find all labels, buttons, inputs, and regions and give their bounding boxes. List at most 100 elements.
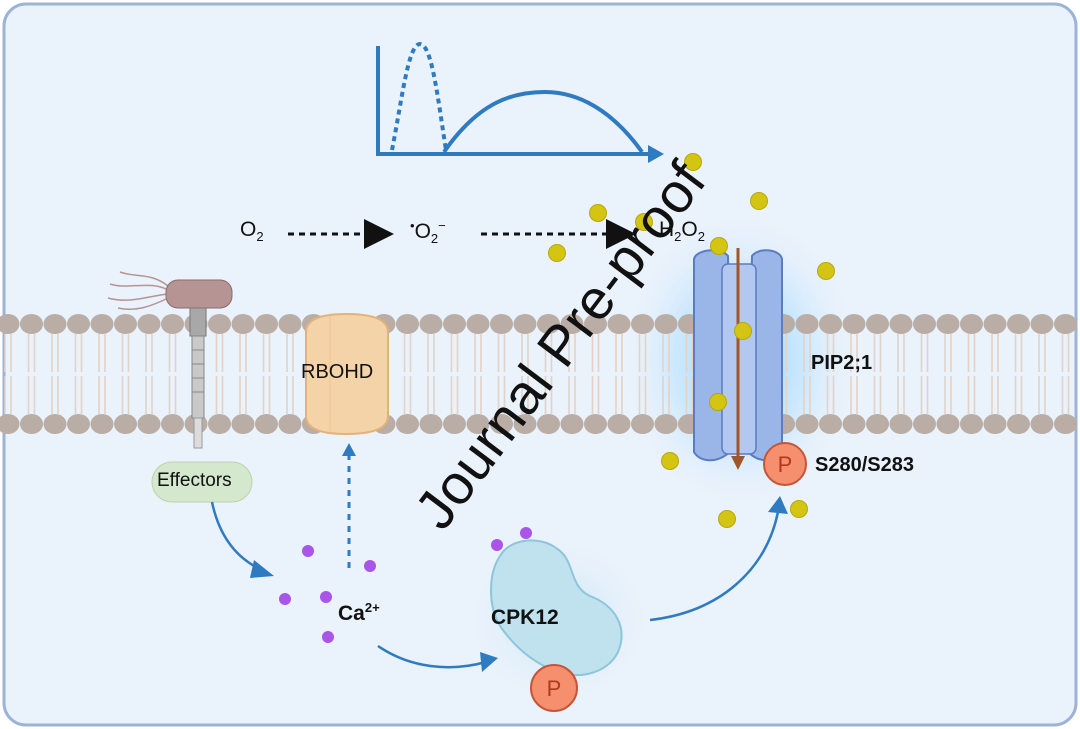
late-peak-solid	[442, 89, 644, 154]
calcium-charge: 2+	[364, 600, 380, 615]
lipid-head	[960, 414, 983, 434]
calcium-dot	[279, 593, 291, 605]
lipid-head	[231, 414, 255, 434]
superoxide-label: •O2−	[410, 218, 446, 246]
h2o2-dot	[684, 153, 702, 171]
plot-arrowhead	[648, 145, 664, 163]
calcium-dot	[322, 631, 334, 643]
lipid-head	[1030, 314, 1054, 334]
o2-subscript: 2	[256, 229, 264, 245]
lipid-head	[654, 414, 678, 434]
lipid-head	[866, 314, 889, 334]
h2o2-dot	[661, 452, 679, 470]
lipid-head	[208, 314, 231, 334]
calcium-ions	[279, 527, 532, 643]
pip2-label: PIP2;1	[811, 352, 873, 374]
lipid-head	[537, 314, 560, 334]
lipid-head	[466, 314, 490, 334]
lipid-head	[983, 314, 1007, 334]
lipid-head	[795, 414, 819, 434]
lipid-head	[278, 414, 302, 434]
rbohd-label: RBOHD	[301, 361, 374, 383]
lipid-head	[161, 414, 184, 434]
lipid-head	[607, 414, 631, 434]
lipid-head	[114, 414, 137, 434]
cpk12-label: CPK12	[491, 606, 559, 629]
arrow-ca-to-cpk12	[377, 644, 487, 669]
lipid-head	[396, 414, 419, 434]
effectors-label: Effectors	[157, 470, 232, 491]
calcium-dot	[302, 545, 314, 557]
lipid-head	[584, 414, 607, 434]
h2o2-subscript-1: 2	[674, 229, 682, 245]
h2o2-subscript-2: 2	[697, 229, 706, 245]
superoxide-radical-dot: •	[410, 218, 415, 233]
h2o2-dot	[635, 213, 653, 231]
lipid-head	[960, 314, 983, 334]
lipid-head	[231, 314, 255, 334]
h2o2-o: O	[681, 218, 698, 241]
h2o2-dot	[734, 322, 752, 340]
lipid-head	[90, 414, 114, 434]
early-peak-dashed	[390, 41, 448, 151]
bacterium-icon	[107, 271, 233, 310]
phospho-site-label: S280/S283	[815, 454, 914, 476]
rbohd-enzyme-icon	[305, 312, 389, 436]
phospho-label-cpk12: P	[547, 676, 562, 701]
arrow-cpk12-to-pip	[649, 511, 780, 622]
lipid-head	[631, 414, 654, 434]
lipid-head	[866, 414, 889, 434]
lipid-head	[513, 414, 537, 434]
lipid-head	[537, 414, 560, 434]
lipid-head	[0, 314, 20, 334]
h2o2-dot	[710, 237, 728, 255]
lipid-head	[889, 414, 913, 434]
calcium-dot	[520, 527, 532, 539]
h2o2-dot	[817, 262, 835, 280]
phosphate-icon-cpk12: P	[530, 664, 578, 712]
lipid-head	[1030, 414, 1054, 434]
lipid-head	[490, 314, 513, 334]
superoxide-subscript: 2	[430, 231, 439, 247]
phosphate-icon-pip: P	[763, 442, 807, 486]
calcium-dot	[364, 560, 376, 572]
h2o2-dot	[589, 204, 607, 222]
lipid-head	[67, 414, 90, 434]
lipid-head	[819, 414, 842, 434]
lipid-head	[255, 414, 278, 434]
arrow-effectors-to-ca-head	[250, 560, 274, 578]
lipid-head	[889, 314, 913, 334]
lipid-head	[43, 414, 67, 434]
lipid-head	[936, 314, 960, 334]
lipid-head	[466, 414, 490, 434]
lipid-head	[819, 314, 842, 334]
lipid-head	[842, 314, 866, 334]
h2o2-dot	[718, 510, 736, 528]
lipid-head	[1054, 314, 1077, 334]
o2-letter: O	[240, 218, 257, 241]
superoxide-charge: −	[438, 218, 446, 233]
lipid-head	[443, 414, 466, 434]
o2-label: O2	[240, 218, 264, 244]
lipid-head	[560, 414, 584, 434]
lipid-head	[584, 314, 607, 334]
cpk12-kinase-icon	[490, 539, 623, 677]
lipid-head	[1054, 414, 1077, 434]
ros-burst-plot	[376, 41, 664, 163]
lipid-head	[936, 414, 960, 434]
lipid-head	[137, 314, 161, 334]
h2o2-molecules	[548, 153, 835, 528]
lipid-head	[255, 314, 278, 334]
lipid-head	[419, 414, 443, 434]
lipid-head	[913, 414, 936, 434]
lipid-head	[913, 314, 936, 334]
calcium-dot	[320, 591, 332, 603]
lipid-head	[20, 414, 43, 434]
receptor-icon	[189, 307, 207, 449]
effectors-pill	[151, 461, 253, 503]
lipid-head	[0, 414, 20, 434]
lipid-head	[1007, 414, 1030, 434]
lipid-head	[1007, 314, 1030, 334]
lipid-head	[654, 314, 678, 334]
